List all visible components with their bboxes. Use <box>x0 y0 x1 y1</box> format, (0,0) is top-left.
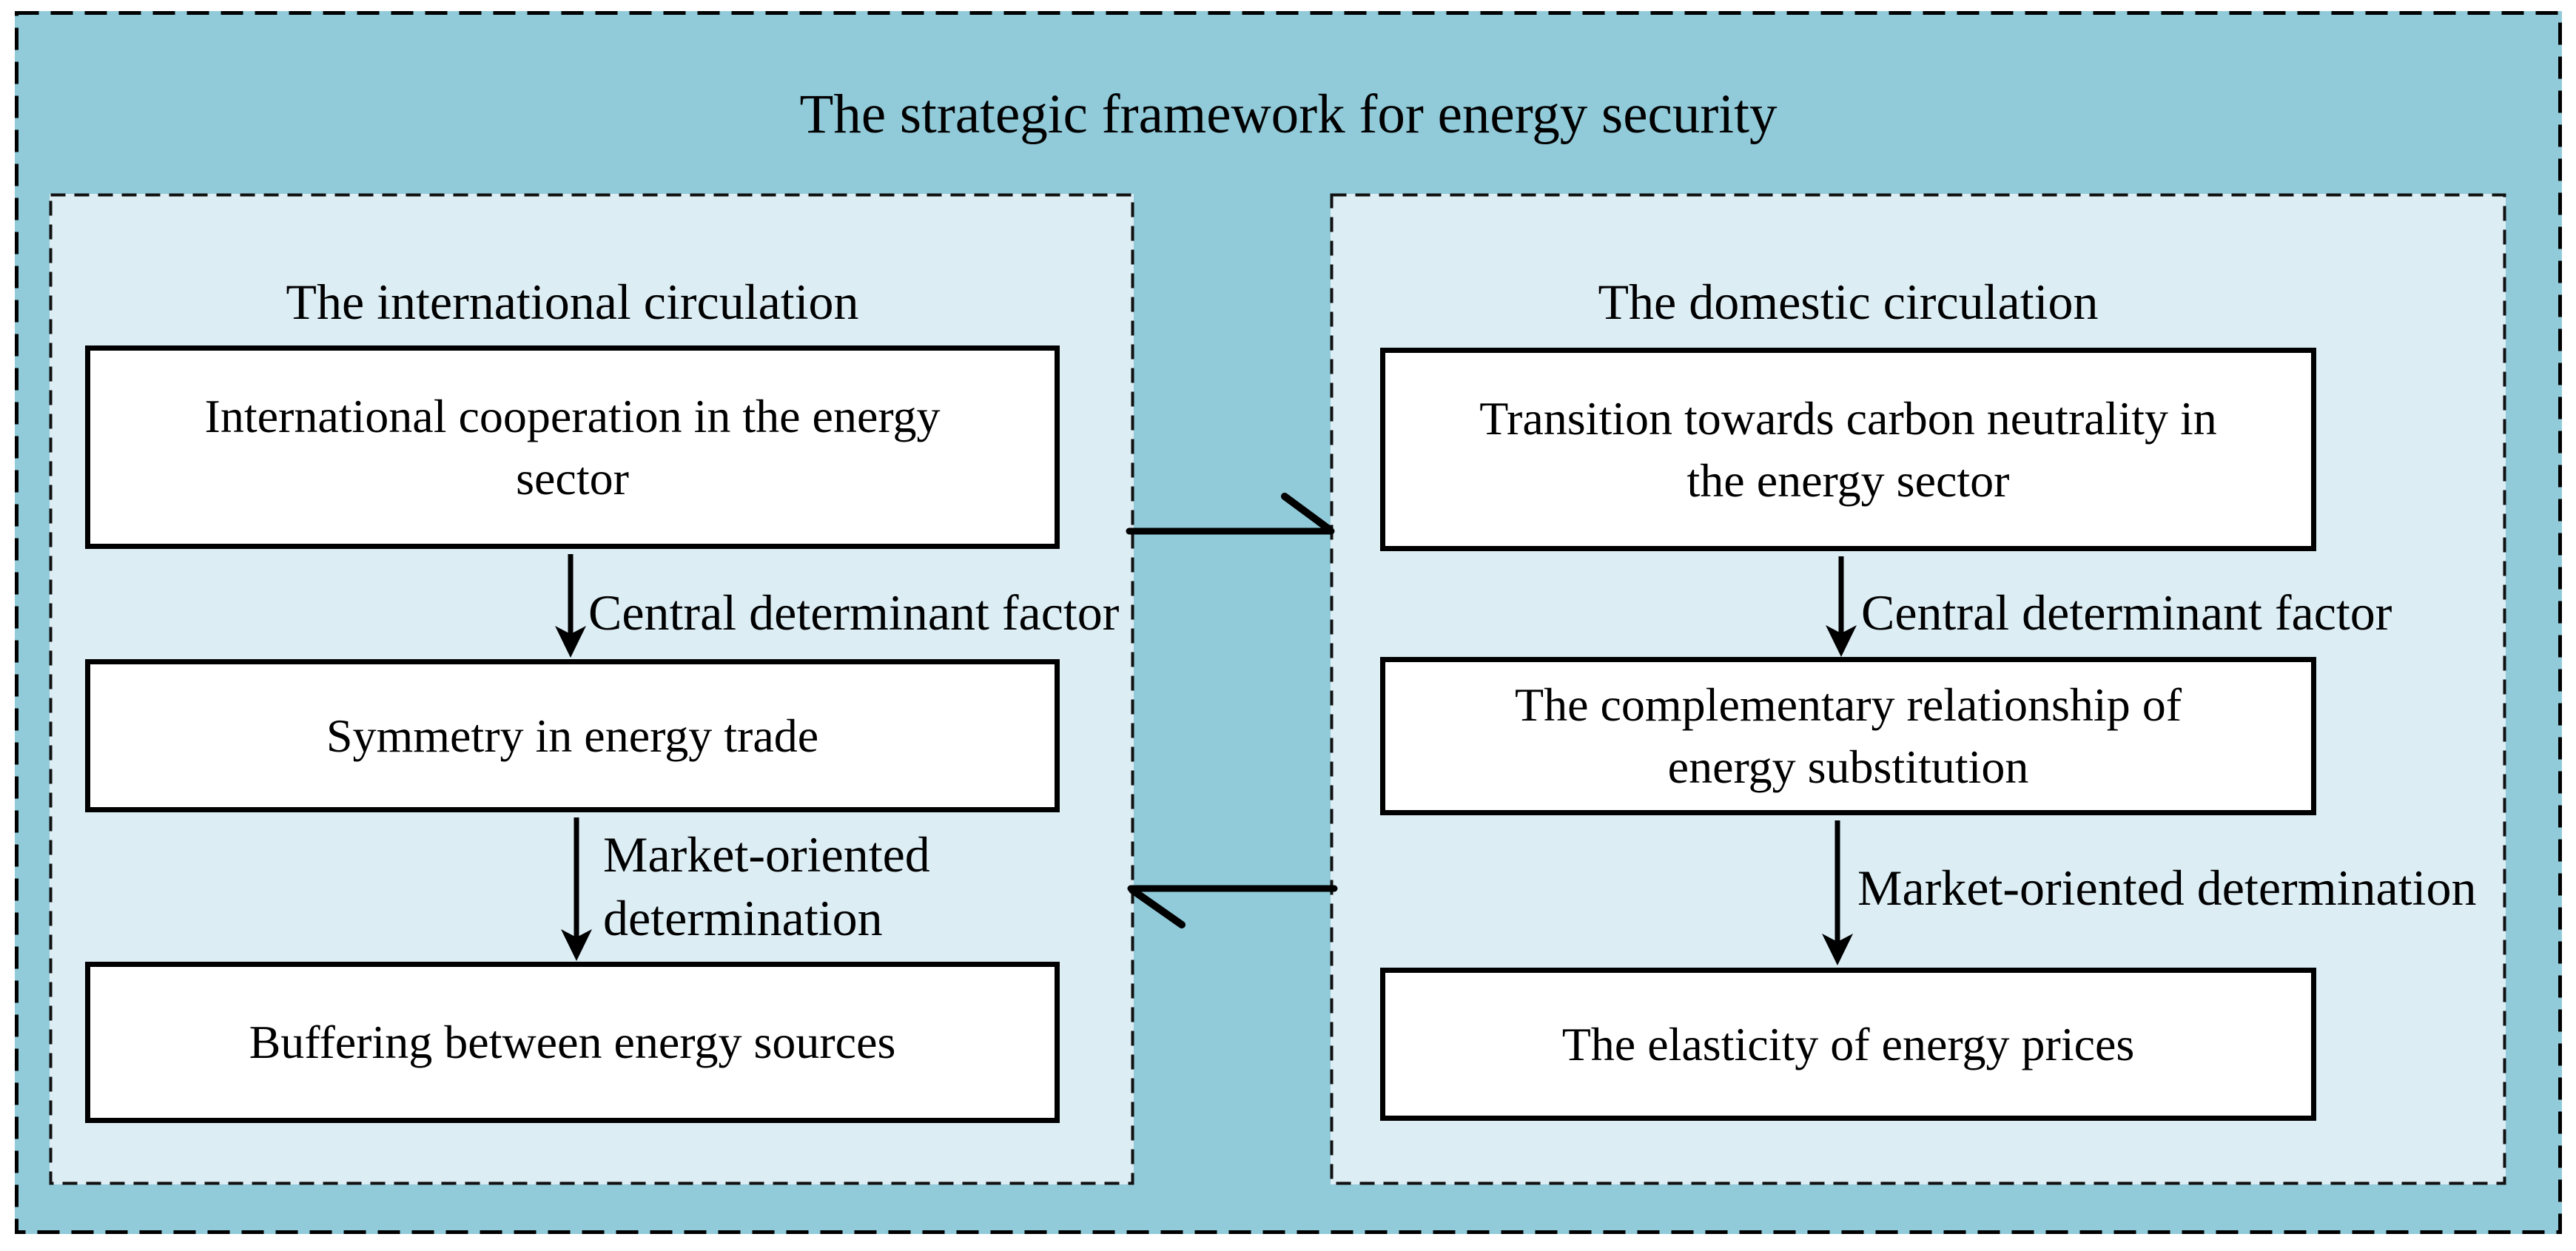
box-elasticity-energy-prices: The elasticity of energy prices <box>1380 968 2316 1121</box>
arrow-label-central-determinant-right: Central determinant factor <box>1861 581 2392 644</box>
box-text-line: Symmetry in energy trade <box>326 709 819 762</box>
panel-international-circulation: The international circulation Internatio… <box>50 194 1134 1184</box>
arrow-label-line: Central determinant factor <box>1861 584 2392 641</box>
box-text-line: International cooperation in the energy <box>204 389 941 442</box>
box-text-line: energy substitution <box>1667 741 2029 793</box>
box-symmetry-energy-trade: Symmetry in energy trade <box>85 659 1060 812</box>
arrow-label-market-oriented-left: Market-oriented determination <box>603 823 930 950</box>
box-international-cooperation: International cooperation in the energy … <box>85 345 1060 549</box>
arrow-label-central-determinant-left: Central determinant factor <box>588 581 1119 644</box>
box-text-line: the energy sector <box>1686 453 2010 507</box>
panel-domestic-circulation: The domestic circulation Transition towa… <box>1331 194 2506 1184</box>
diagram-title: The strategic framework for energy secur… <box>799 84 1778 145</box>
box-complementary-relationship: The complementary relationship of energy… <box>1380 657 2316 815</box>
box-text-line: The complementary relationship of <box>1514 678 2182 731</box>
box-text-line: Transition towards carbon neutrality in <box>1479 391 2217 445</box>
panel-title-international: The international circulation <box>286 274 859 330</box>
box-buffering-energy-sources: Buffering between energy sources <box>85 962 1060 1123</box>
arrow-label-line: determination <box>603 890 883 946</box>
arrow-label-line: Market-oriented determination <box>1857 860 2477 916</box>
box-carbon-neutrality-transition: Transition towards carbon neutrality in … <box>1380 348 2316 551</box>
arrow-label-line: Market-oriented <box>603 826 930 883</box>
arrow-label-market-oriented-right: Market-oriented determination <box>1857 856 2476 920</box>
box-text-line: The elasticity of energy prices <box>1561 1017 2135 1070</box>
arrow-label-line: Central determinant factor <box>588 584 1120 641</box>
panel-title-domestic: The domestic circulation <box>1598 274 2099 330</box>
box-text-line: sector <box>516 451 629 505</box>
box-text-line: Buffering between energy sources <box>249 1016 896 1068</box>
